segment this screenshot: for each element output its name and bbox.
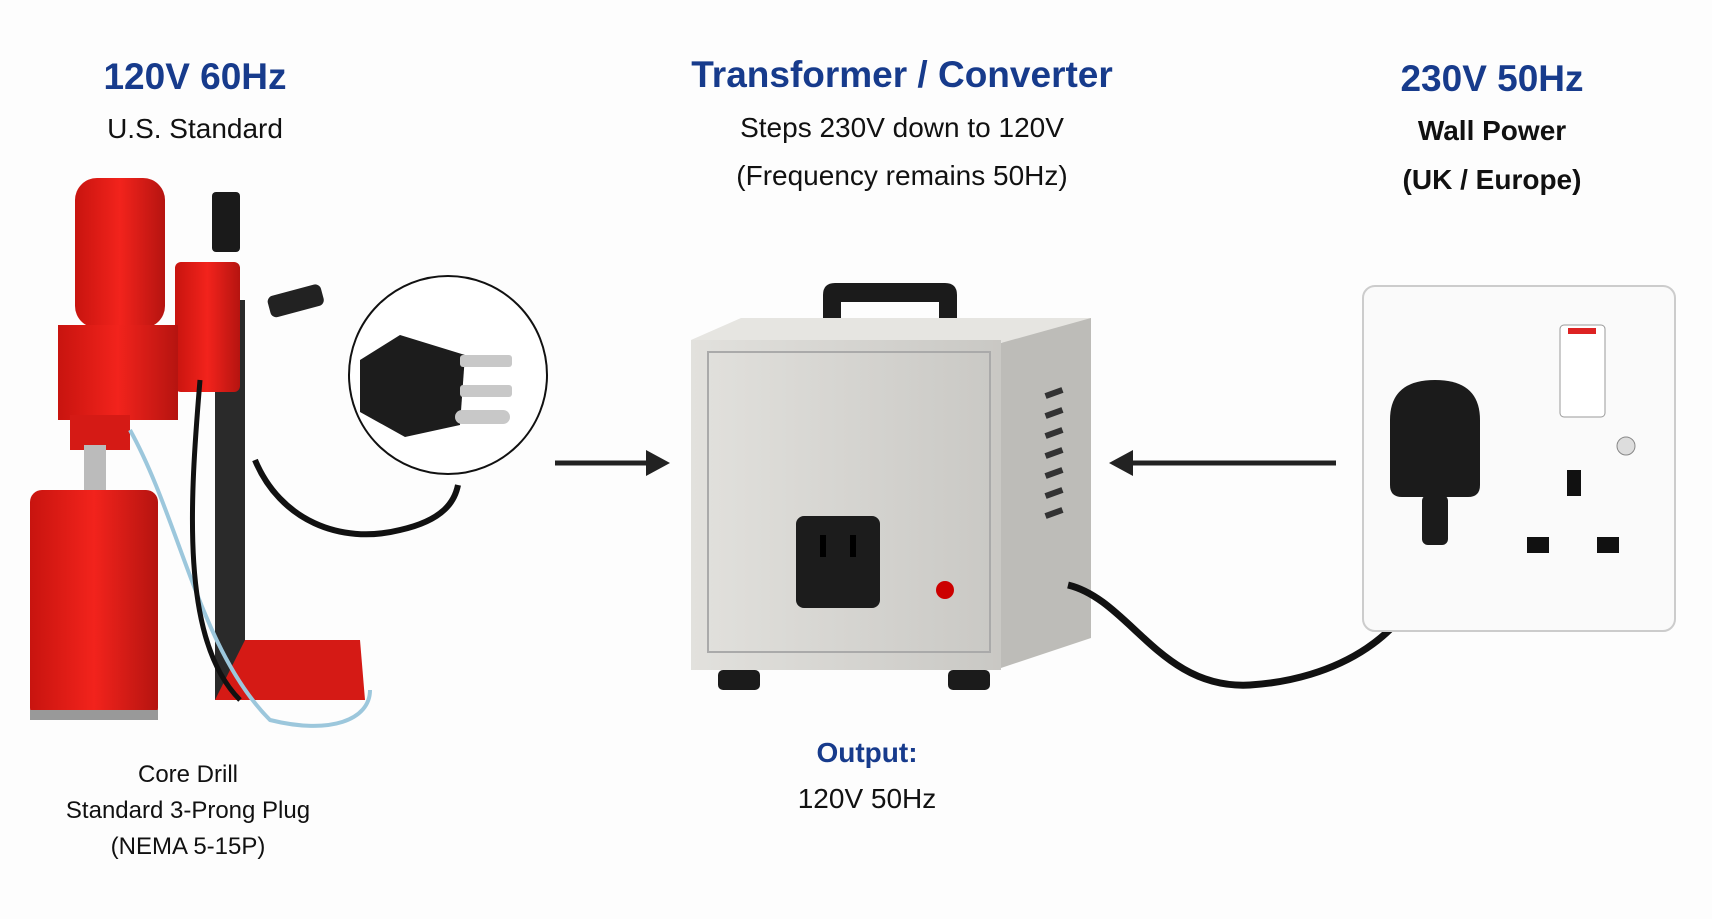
drill-caption-line-1: Core Drill	[137, 761, 239, 788]
drill-caption-line-3: (NEMA 5-15P)	[110, 833, 266, 860]
nema-plug-inset	[348, 275, 548, 475]
transformer-desc-line-1: Steps 230V down to 120V	[740, 112, 1064, 143]
arrow-left	[1109, 450, 1336, 476]
us-voltage-title: 120V 60Hz	[103, 56, 287, 97]
transformer-image	[691, 283, 1439, 690]
core-drill-image	[30, 178, 461, 728]
transformer-desc-line-2: (Frequency remains 50Hz)	[736, 160, 1068, 191]
drill-caption-line-2: Standard 3-Prong Plug	[65, 797, 311, 824]
arrow-right	[555, 450, 670, 476]
region-label: (UK / Europe)	[1402, 164, 1582, 195]
output-value: 120V 50Hz	[797, 783, 937, 814]
us-standard-label: U.S. Standard	[107, 113, 283, 144]
uk-voltage-title: 230V 50Hz	[1400, 58, 1584, 99]
uk-wall-socket-image	[1362, 285, 1676, 632]
output-label: Output:	[816, 737, 918, 768]
wall-power-label: Wall Power	[1417, 115, 1567, 146]
transformer-title: Transformer / Converter	[691, 54, 1113, 95]
